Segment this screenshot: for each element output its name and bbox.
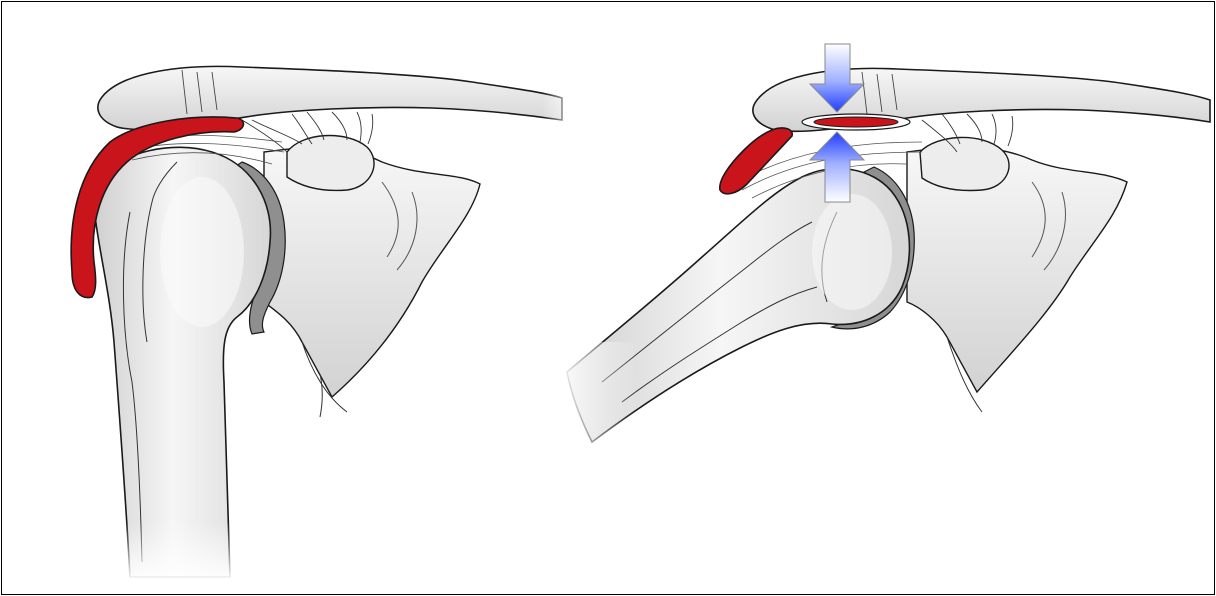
coracoid-process [287, 136, 374, 191]
subacromial-bursa-lateral [720, 128, 792, 194]
acromion [98, 66, 562, 129]
scapula [264, 148, 480, 397]
right-panel [557, 44, 1210, 462]
coracoid-process [920, 137, 1009, 190]
left-panel [71, 66, 582, 582]
